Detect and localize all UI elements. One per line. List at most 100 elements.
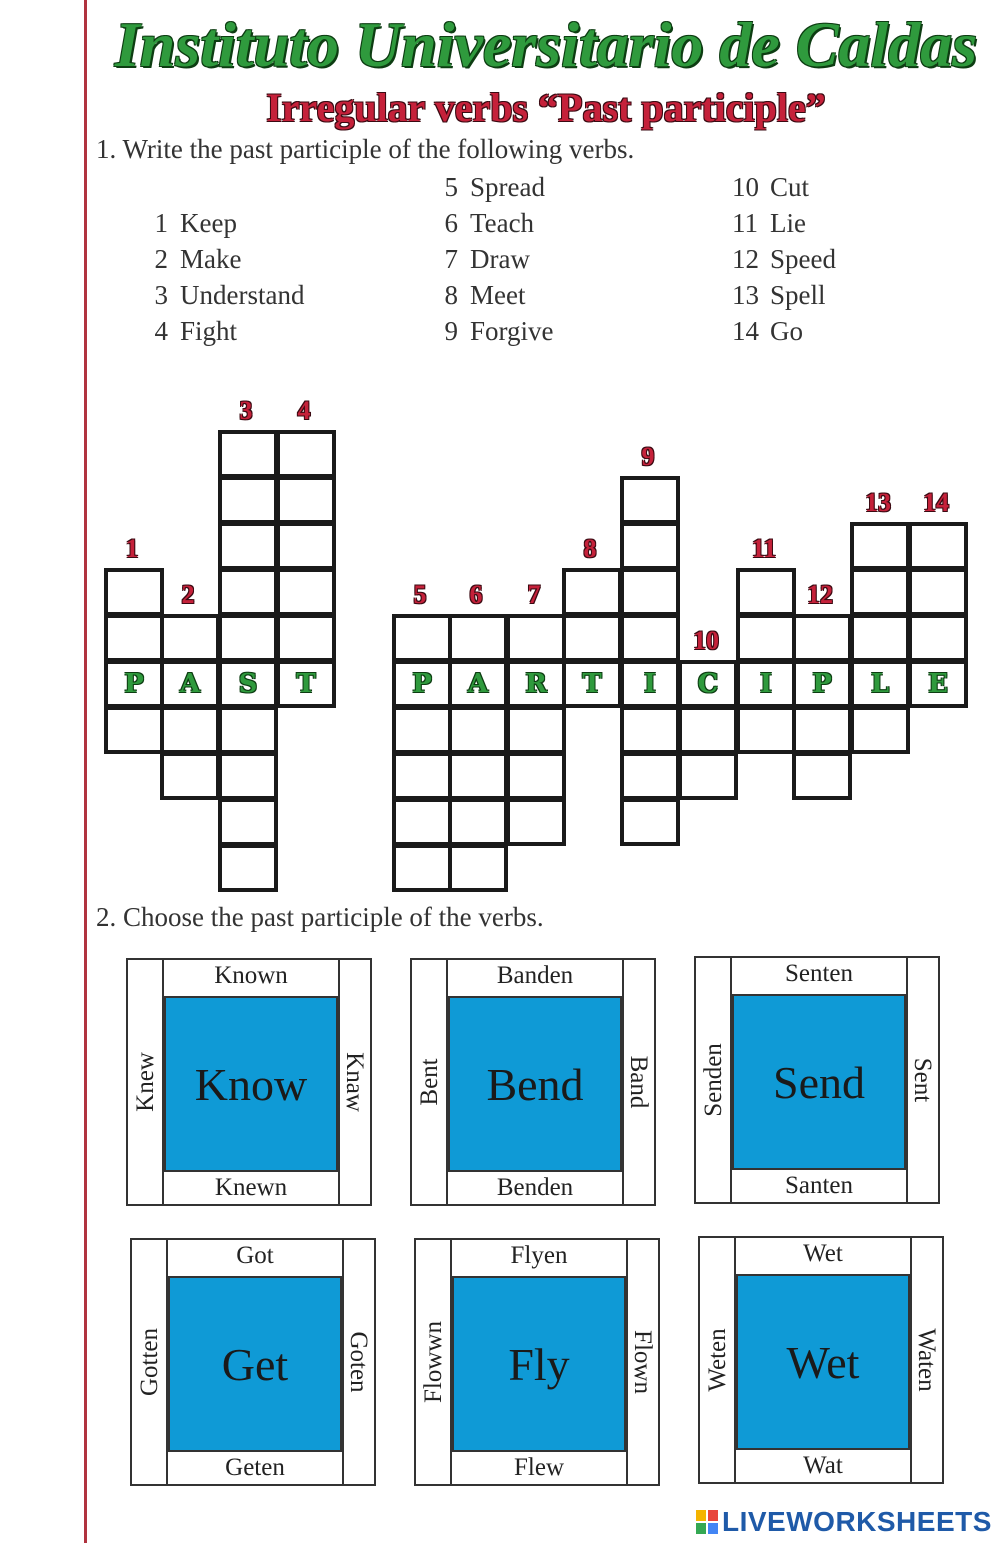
crossword-cell[interactable] <box>218 798 278 846</box>
option-top[interactable]: Known <box>214 962 288 989</box>
option-bottom[interactable]: Benden <box>496 1174 574 1201</box>
option-bottom[interactable]: Wat <box>803 1452 843 1479</box>
divider <box>450 1240 452 1484</box>
crossword-cell[interactable] <box>620 706 680 754</box>
base-verb: Get <box>168 1276 342 1452</box>
crossword-cell[interactable] <box>792 614 852 662</box>
crossword-cell[interactable] <box>908 568 968 616</box>
crossword-cell[interactable] <box>908 522 968 570</box>
crossword-cell[interactable] <box>392 706 452 754</box>
crossword-cell[interactable] <box>448 614 508 662</box>
crossword-cell[interactable] <box>448 752 508 800</box>
option-left[interactable]: Weten <box>704 1328 731 1392</box>
option-top[interactable]: Flyen <box>510 1242 568 1269</box>
crossword-cell[interactable] <box>392 752 452 800</box>
option-top[interactable]: Got <box>236 1242 274 1269</box>
crossword-cell[interactable] <box>678 706 738 754</box>
page-title: Instituto Universitario de Caldas <box>114 9 978 80</box>
crossword-cell[interactable] <box>104 706 164 754</box>
option-right[interactable]: Knaw <box>341 1052 368 1112</box>
crossword-cell[interactable] <box>562 614 622 662</box>
crossword-cell[interactable] <box>276 476 336 524</box>
crossword-cell[interactable] <box>276 522 336 570</box>
option-right[interactable]: Waten <box>913 1328 940 1392</box>
crossword-cell[interactable] <box>276 614 336 662</box>
crossword-cell[interactable] <box>792 706 852 754</box>
option-bottom[interactable]: Flew <box>514 1454 564 1481</box>
crossword-cell[interactable] <box>104 614 164 662</box>
crossword-cell[interactable] <box>218 614 278 662</box>
option-right[interactable]: Sent <box>909 1057 936 1103</box>
crossword-cell[interactable] <box>620 522 680 570</box>
crossword-letter-cell: C <box>678 660 738 708</box>
crossword-cell[interactable] <box>392 614 452 662</box>
crossword-cell[interactable] <box>678 752 738 800</box>
option-top[interactable]: Banden <box>496 962 574 989</box>
option-top[interactable]: Senten <box>784 960 854 987</box>
crossword-cell[interactable] <box>506 614 566 662</box>
crossword-cell[interactable] <box>218 568 278 616</box>
divider <box>338 960 340 1204</box>
option-left[interactable]: Gotten <box>136 1327 163 1397</box>
crossword-cell[interactable] <box>448 844 508 892</box>
crossword-cell[interactable] <box>736 614 796 662</box>
crossword-cell[interactable] <box>218 752 278 800</box>
crossword-cell[interactable] <box>160 706 220 754</box>
crossword-cell[interactable] <box>620 798 680 846</box>
option-right[interactable]: Flown <box>629 1330 656 1394</box>
crossword-cell[interactable] <box>620 614 680 662</box>
crossword-cell[interactable] <box>908 614 968 662</box>
crossword-cell[interactable] <box>218 844 278 892</box>
crossword-cell[interactable] <box>218 706 278 754</box>
crossword-letter-cell: I <box>620 660 680 708</box>
crossword-cell[interactable] <box>850 568 910 616</box>
crossword-cell[interactable] <box>620 476 680 524</box>
option-left[interactable]: Knew <box>132 1052 159 1112</box>
option-right[interactable]: Band <box>625 1055 652 1109</box>
crossword-clue-number: 5 <box>413 580 427 609</box>
crossword-cell[interactable] <box>620 752 680 800</box>
crossword-cell[interactable] <box>506 798 566 846</box>
crossword-cell[interactable] <box>218 522 278 570</box>
option-left[interactable]: Flowwn <box>420 1321 447 1403</box>
option-bottom[interactable]: Geten <box>225 1454 285 1481</box>
option-bottom[interactable]: Knewn <box>214 1174 288 1201</box>
instruction-1: 1. Write the past participle of the foll… <box>96 134 635 164</box>
crossword-cell[interactable] <box>850 614 910 662</box>
option-right[interactable]: Goten <box>345 1331 372 1393</box>
crossword-cell[interactable] <box>218 430 278 478</box>
crossword-cell[interactable] <box>620 568 680 616</box>
crossword-cell[interactable] <box>506 752 566 800</box>
crossword-cell[interactable] <box>392 798 452 846</box>
option-left[interactable]: Bent <box>416 1058 443 1106</box>
crossword-cell[interactable] <box>448 706 508 754</box>
crossword-cell[interactable] <box>392 844 452 892</box>
crossword-cell[interactable] <box>506 706 566 754</box>
crossword-cell[interactable] <box>736 706 796 754</box>
divider <box>910 1238 912 1482</box>
crossword-cell[interactable] <box>736 568 796 616</box>
crossword-cell[interactable] <box>160 752 220 800</box>
crossword-cell[interactable] <box>276 568 336 616</box>
instruction-2: 2. Choose the past participle of the ver… <box>96 902 544 932</box>
option-top[interactable]: Wet <box>803 1240 843 1267</box>
crossword-cell[interactable] <box>850 706 910 754</box>
crossword-cell[interactable] <box>448 798 508 846</box>
option-bottom[interactable]: Santen <box>784 1172 854 1199</box>
crossword-cell[interactable] <box>850 522 910 570</box>
crossword-cell[interactable] <box>218 476 278 524</box>
option-left[interactable]: Senden <box>700 1043 727 1117</box>
crossword-cell[interactable] <box>562 568 622 616</box>
divider <box>906 958 908 1202</box>
crossword-cell[interactable] <box>276 430 336 478</box>
crossword-cell[interactable] <box>160 614 220 662</box>
crossword-cell[interactable] <box>104 568 164 616</box>
crossword-cell[interactable] <box>792 752 852 800</box>
